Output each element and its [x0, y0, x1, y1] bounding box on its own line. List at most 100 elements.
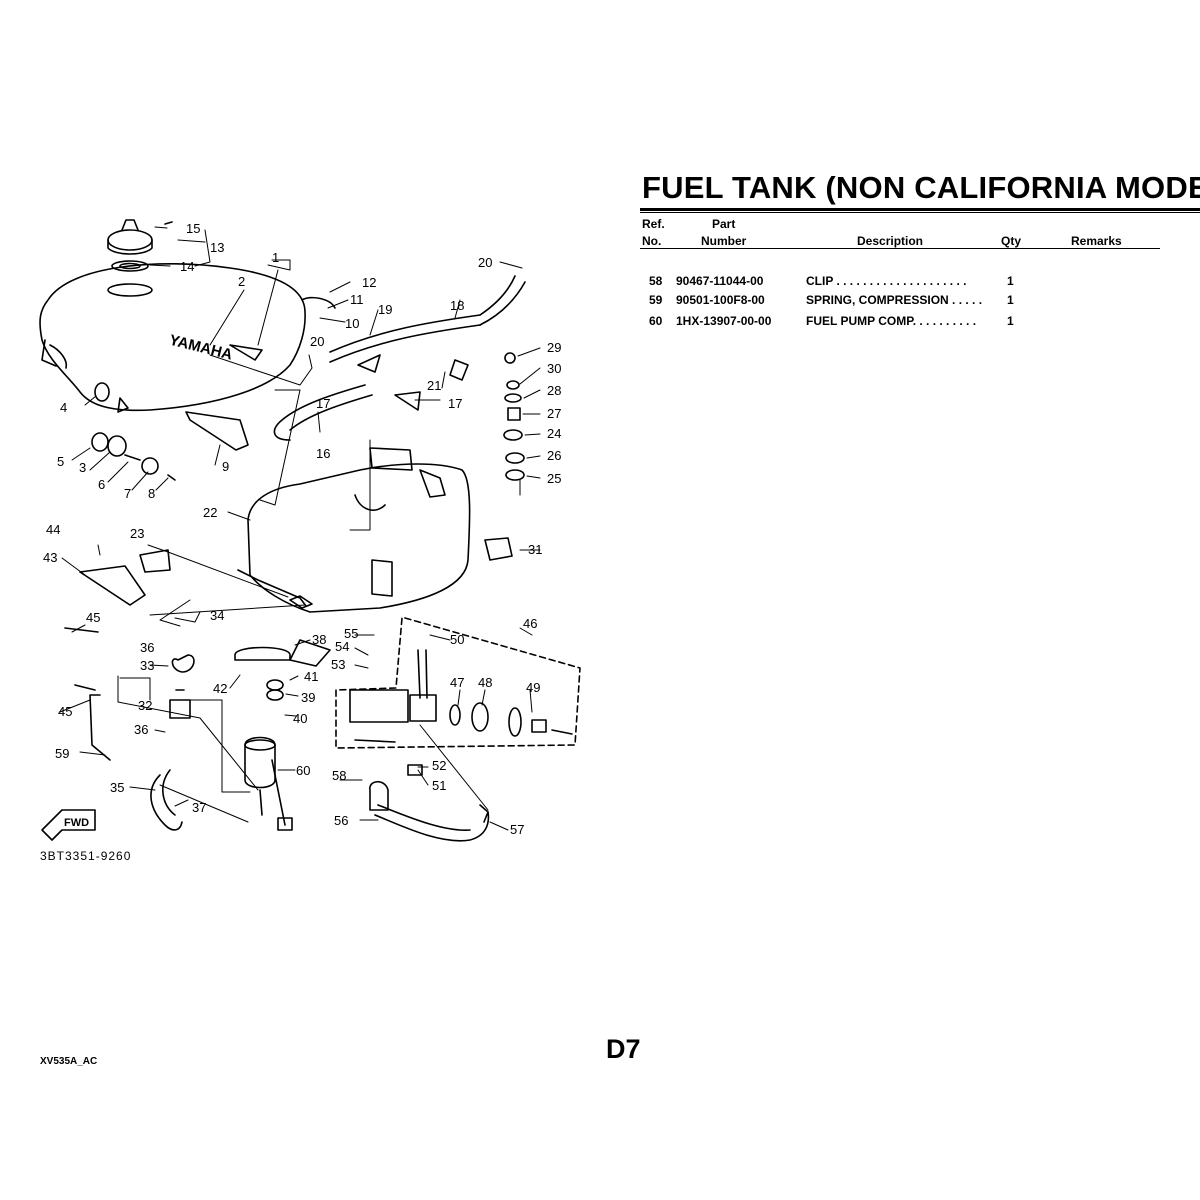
- callout: 31: [528, 542, 542, 557]
- callout: 25: [547, 471, 561, 486]
- callout: 10: [345, 316, 359, 331]
- row-description: SPRING, COMPRESSION . . . . .: [806, 293, 983, 307]
- callout: 16: [316, 446, 330, 461]
- callout: 54: [335, 639, 349, 654]
- callout: 51: [432, 778, 446, 793]
- callout: 44: [46, 522, 60, 537]
- fuel-tank-inner-pan: [237, 447, 471, 613]
- fwd-label: FWD: [64, 817, 89, 829]
- callout: 20: [310, 334, 324, 349]
- callout: 60: [296, 763, 310, 778]
- callout: 45: [86, 610, 100, 625]
- callout: 27: [547, 406, 561, 421]
- callout: 32: [138, 698, 152, 713]
- callout: 55: [344, 626, 358, 641]
- callout: 4: [60, 400, 67, 415]
- callout: 17: [316, 396, 330, 411]
- row-description: CLIP . . . . . . . . . . . . . . . . . .…: [806, 274, 967, 288]
- callout: 47: [450, 675, 464, 690]
- header-part-line2: Number: [701, 234, 747, 248]
- row-part-number: 90501-100F8-00: [676, 293, 765, 307]
- callout: 18: [450, 298, 464, 313]
- header-rule: [640, 248, 1160, 249]
- row-qty: 1: [1007, 293, 1014, 307]
- callout: 7: [124, 486, 131, 501]
- callout: 41: [304, 669, 318, 684]
- header-remarks: Remarks: [1071, 234, 1122, 248]
- header-description: Description: [857, 234, 924, 248]
- callout: 53: [331, 657, 345, 672]
- header-part-line1: Part: [712, 217, 736, 231]
- callout: 33: [140, 658, 154, 673]
- callout: 19: [378, 302, 392, 317]
- title-rule: [640, 208, 1200, 211]
- callout: 26: [547, 448, 561, 463]
- page-number: D7: [606, 1034, 641, 1064]
- callout: 30: [547, 361, 561, 376]
- header-qty: Qty: [1001, 234, 1022, 248]
- callout: 36: [140, 640, 154, 655]
- callout: 28: [547, 383, 561, 398]
- callout: 38: [312, 632, 326, 647]
- row-ref: 60: [649, 314, 663, 328]
- callout: 56: [334, 813, 348, 828]
- tank-brand-label: YAMAHA: [167, 332, 234, 364]
- fwd-arrow: FWD: [41, 809, 96, 841]
- row-part-number: 90467-11044-00: [676, 274, 764, 288]
- callout: 49: [526, 680, 540, 695]
- row-ref: 58: [649, 274, 663, 288]
- callout: 59: [55, 746, 69, 761]
- page-title: FUEL TANK (NON CALIFORNIA MODEL): [642, 170, 1200, 205]
- fuel-cock-assembly: [335, 617, 581, 749]
- callout: 29: [547, 340, 561, 355]
- callout: 39: [301, 690, 315, 705]
- callout: 34: [210, 608, 224, 623]
- callout: 11: [350, 292, 364, 307]
- callout: 52: [432, 758, 446, 773]
- callout: 43: [43, 550, 57, 565]
- callout: 12: [362, 275, 376, 290]
- fuel-pump: [169, 654, 293, 831]
- callout: 57: [510, 822, 524, 837]
- row-qty: 1: [1007, 314, 1014, 328]
- callout: 37: [192, 800, 206, 815]
- row-qty: 1: [1007, 274, 1014, 288]
- row-ref: 59: [649, 293, 663, 307]
- header-ref-line2: No.: [642, 234, 662, 248]
- drawing-number: 3BT3351-9260: [40, 849, 131, 863]
- callout: 45: [58, 704, 72, 719]
- row-part-number: 1HX-13907-00-00: [676, 314, 772, 328]
- callout: 14: [180, 259, 194, 274]
- callout: 21: [427, 378, 441, 393]
- hoses: [150, 275, 526, 842]
- callout: 42: [213, 681, 227, 696]
- callout: 5: [57, 454, 64, 469]
- callout: 40: [293, 711, 307, 726]
- callout: 9: [222, 459, 229, 474]
- callout: 13: [210, 240, 224, 255]
- callout: 6: [98, 477, 105, 492]
- callout: 17: [448, 396, 462, 411]
- callout: 24: [547, 426, 561, 441]
- callout: 2: [238, 274, 245, 289]
- title-rule-thin: [640, 212, 1200, 213]
- model-code: XV535A_AC: [40, 1056, 98, 1067]
- callout: 8: [148, 486, 155, 501]
- callout: 20: [478, 255, 492, 270]
- callout: 35: [110, 780, 124, 795]
- callout: 36: [134, 722, 148, 737]
- callout: 50: [450, 632, 464, 647]
- callout: 15: [186, 221, 200, 236]
- hardware-parts: [64, 296, 525, 823]
- leader-lines: [59, 226, 541, 831]
- callout: 3: [79, 460, 86, 475]
- fuel-cap-assembly: [107, 219, 173, 272]
- callout: 23: [130, 526, 144, 541]
- callout-labels: 1 2 3 4 5 6 7 8 9 10 11 12 13 14 15 16 1…: [40, 221, 561, 863]
- callout: 46: [523, 616, 537, 631]
- callout: 48: [478, 675, 492, 690]
- callout: 22: [203, 505, 217, 520]
- callout: 58: [332, 768, 346, 783]
- fuel-tank-shell: YAMAHA: [39, 263, 306, 451]
